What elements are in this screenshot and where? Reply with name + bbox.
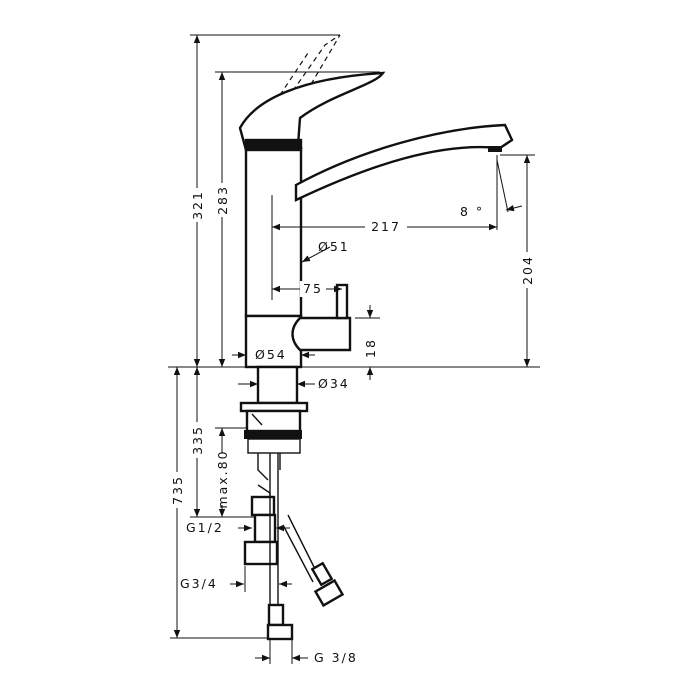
ring-bolts — [247, 438, 301, 454]
valve-housing — [291, 316, 352, 352]
threaded-ring — [244, 430, 302, 439]
leader-51 — [301, 246, 331, 263]
label-d51: Ø51 — [318, 239, 350, 254]
label-217: 217 — [371, 219, 401, 234]
label-g12: G1/2 — [186, 520, 224, 535]
label-8deg: 8 ° — [460, 204, 484, 219]
label-d34: Ø34 — [318, 376, 350, 391]
connector-body — [253, 513, 277, 544]
label-max80: max.80 — [215, 449, 230, 508]
mounting-nut — [245, 409, 302, 433]
label-18: 18 — [363, 338, 378, 358]
connector-g12 — [250, 495, 276, 517]
faucet-body — [244, 146, 303, 318]
hose-nut — [266, 623, 294, 641]
hose-fitting — [310, 561, 334, 587]
angle-arrow — [505, 204, 523, 212]
angle-line — [496, 159, 509, 213]
label-204: 204 — [520, 255, 535, 285]
hose-nut — [313, 578, 345, 608]
label-321: 321 — [190, 190, 205, 220]
label-g38: G 3/8 — [314, 650, 358, 665]
label-335: 335 — [190, 425, 205, 455]
label-d54: Ø54 — [255, 347, 287, 362]
connector-g34 — [243, 540, 279, 566]
body-collar — [244, 138, 303, 152]
shank — [256, 365, 299, 405]
nut-detail — [251, 413, 263, 426]
valve-knob — [335, 283, 349, 320]
label-283: 283 — [215, 185, 230, 215]
label-75: 75 — [303, 281, 323, 296]
aerator — [488, 146, 502, 152]
label-g34: G3/4 — [180, 576, 218, 591]
diagonal-hose — [282, 514, 319, 583]
label-735: 735 — [170, 475, 185, 505]
lever-handle — [238, 71, 386, 152]
hose-fitting — [267, 603, 285, 627]
spout — [294, 123, 514, 202]
mounting-plate — [239, 401, 309, 413]
